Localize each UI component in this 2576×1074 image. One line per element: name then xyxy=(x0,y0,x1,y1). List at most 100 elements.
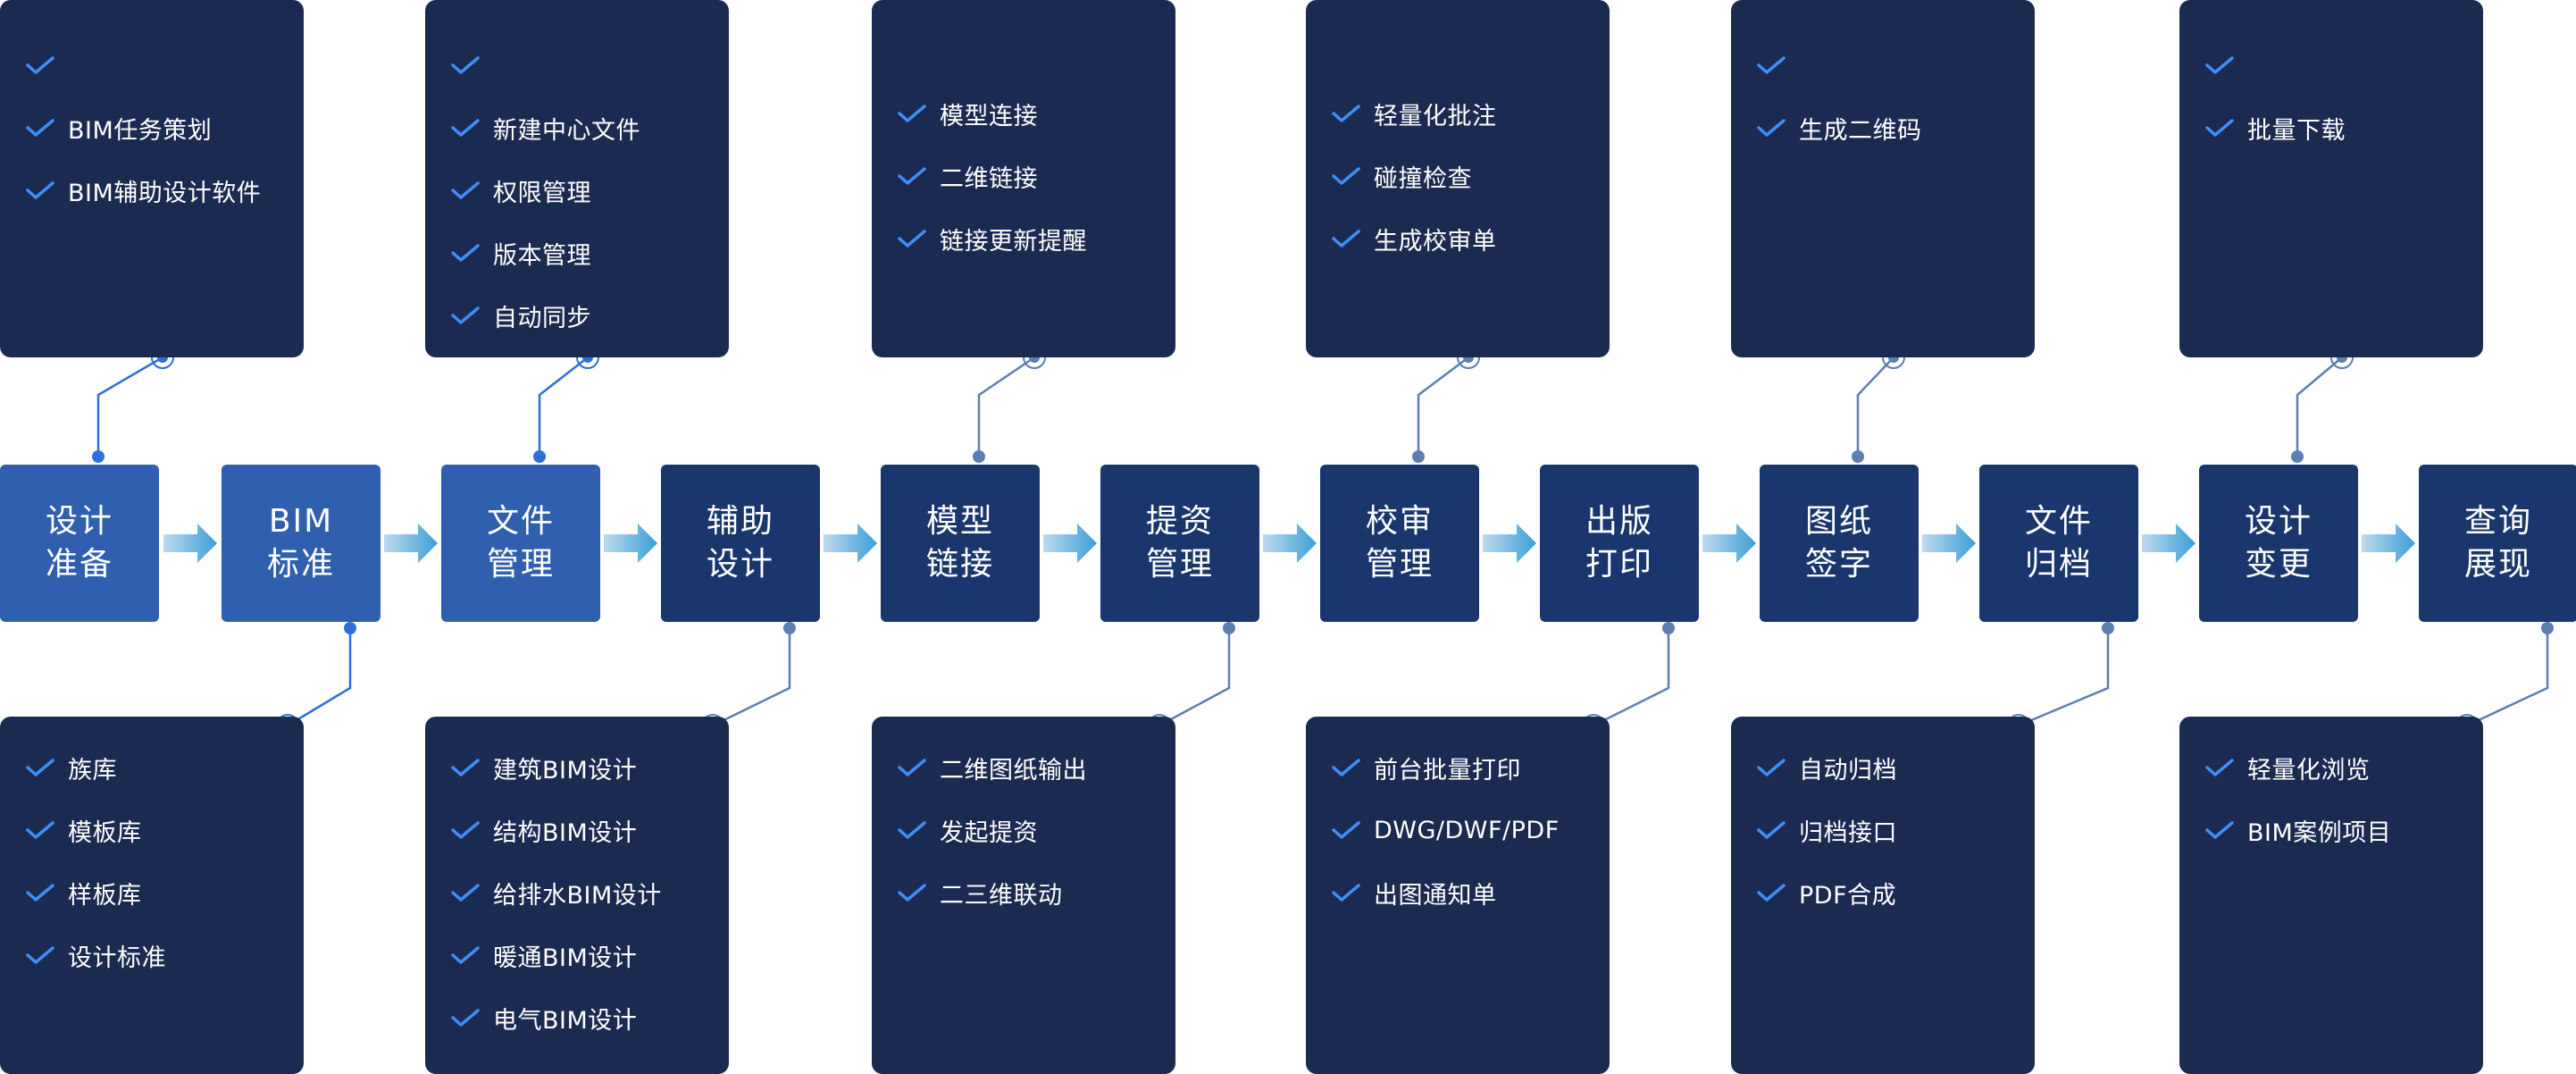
check-icon xyxy=(898,230,926,248)
list-item-label: 权限管理 xyxy=(493,179,591,207)
list-item: 族库 xyxy=(25,736,304,799)
top-feature-card: 生成二维码 xyxy=(1731,0,2035,357)
list-item-label: 族库 xyxy=(68,756,117,785)
list-item: 模型连接 xyxy=(897,82,1175,145)
list-item: 出图通知单 xyxy=(1331,861,1610,924)
arrow-right-icon xyxy=(604,524,657,563)
list-item-label: 暖通BIM设计 xyxy=(493,944,638,972)
step-label-line2: 标准 xyxy=(266,546,335,583)
check-icon xyxy=(1332,884,1360,902)
step-label-line2: 管理 xyxy=(1365,546,1434,583)
feature-list: 生成二维码 xyxy=(1756,0,2035,159)
check-icon xyxy=(26,181,54,199)
feature-list: 前台批量打印 DWG/DWF/PDF 出图通知单 xyxy=(1331,717,1610,924)
feature-list: 轻量化批注碰撞检查生成校审单 xyxy=(1331,0,1610,270)
arrow-right-icon xyxy=(824,524,877,563)
list-item: 二三维联动 xyxy=(897,861,1175,924)
list-item: 自动归档 xyxy=(1756,736,2035,799)
arrow-right-icon xyxy=(384,524,438,563)
step-label-line2: 设计 xyxy=(706,546,774,583)
check-icon xyxy=(1757,759,1786,776)
step-label-line1: BIM xyxy=(268,503,334,540)
list-item-label: 自动归档 xyxy=(1799,756,1897,785)
list-item: 归档接口 xyxy=(1756,799,2035,861)
feature-list: 二维图纸输出发起提资二三维联动 xyxy=(897,717,1175,924)
list-item-label: 电气BIM设计 xyxy=(493,1006,638,1035)
list-item: 版本管理 xyxy=(450,222,729,284)
step-label-line1: 设计 xyxy=(45,503,113,540)
list-item: 自动同步 xyxy=(450,284,729,347)
list-item-label: 出图通知单 xyxy=(1374,881,1497,910)
list-item-label: BIM案例项目 xyxy=(2247,818,2392,847)
list-item-label: 模型连接 xyxy=(940,102,1038,130)
step-label-line2: 打印 xyxy=(1585,546,1653,583)
step-label-line2: 签字 xyxy=(1804,546,1873,583)
list-item: 轻量化浏览 xyxy=(2204,736,2483,799)
check-icon xyxy=(898,759,926,776)
arrow-right-icon xyxy=(1263,524,1317,563)
list-item: 模板库 xyxy=(25,799,304,861)
check-icon xyxy=(1332,167,1360,185)
check-icon xyxy=(1757,56,1786,74)
top-connector xyxy=(2291,346,2354,463)
top-connector xyxy=(1412,346,1480,463)
list-item-label: 前台批量打印 xyxy=(1374,756,1521,785)
list-item: 发起提资 xyxy=(897,799,1175,861)
check-icon xyxy=(451,884,480,902)
arrow-right-icon xyxy=(163,524,217,563)
bottom-feature-card: 建筑BIM设计结构BIM设计给排水BIM设计暖通BIM设计电气BIM设计 xyxy=(425,717,729,1074)
check-icon xyxy=(451,181,480,199)
list-item: 样板库 xyxy=(25,861,304,924)
check-icon xyxy=(1332,105,1360,122)
list-item: 生成校审单 xyxy=(1331,207,1610,270)
list-item-label: 链接更新提醒 xyxy=(940,227,1087,256)
process-step: 模型链接 xyxy=(881,465,1040,622)
check-icon xyxy=(898,167,926,185)
list-item-label: 样板库 xyxy=(68,881,142,910)
list-item-label: 碰撞检查 xyxy=(1374,164,1472,193)
list-item xyxy=(1756,34,2035,96)
check-icon xyxy=(26,56,54,74)
step-label-line2: 准备 xyxy=(45,546,113,583)
feature-list: 建筑BIM设计结构BIM设计给排水BIM设计暖通BIM设计电气BIM设计 xyxy=(450,717,729,1049)
list-item: 批量下载 xyxy=(2204,96,2483,159)
check-icon xyxy=(26,946,54,964)
check-icon xyxy=(451,759,480,776)
check-icon xyxy=(898,105,926,122)
step-label-line2: 管理 xyxy=(486,546,555,583)
list-item: BIM辅助设计软件 xyxy=(25,159,304,222)
check-icon xyxy=(1332,759,1360,776)
list-item-label: 轻量化批注 xyxy=(1374,102,1497,130)
arrow-right-icon xyxy=(2362,524,2415,563)
list-item: DWG/DWF/PDF xyxy=(1331,799,1610,861)
bottom-feature-card: 族库模板库样板库设计标准 xyxy=(0,717,304,1074)
feature-list: 新建中心文件权限管理版本管理自动同步 xyxy=(450,0,729,347)
check-icon xyxy=(451,821,480,839)
step-label-line1: 出版 xyxy=(1585,503,1653,540)
top-feature-card: 新建中心文件权限管理版本管理自动同步 xyxy=(425,0,729,357)
list-item-label: BIM辅助设计软件 xyxy=(68,179,262,207)
check-icon xyxy=(2205,759,2234,776)
arrow-right-icon xyxy=(1702,524,1756,563)
step-label-line2: 归档 xyxy=(2024,546,2093,583)
step-label-line1: 查询 xyxy=(2463,503,2532,540)
top-connector xyxy=(1852,346,1905,463)
list-item-label: 建筑BIM设计 xyxy=(493,756,638,785)
top-feature-card: 轻量化批注碰撞检查生成校审单 xyxy=(1306,0,1610,357)
step-label-line2: 展现 xyxy=(2463,546,2532,583)
check-icon xyxy=(2205,56,2234,74)
top-feature-card: 批量下载 xyxy=(2179,0,2483,357)
arrow-right-icon xyxy=(1483,524,1536,563)
feature-list: 轻量化浏览 BIM案例项目 xyxy=(2204,717,2483,861)
check-icon xyxy=(451,306,480,324)
check-icon xyxy=(451,946,480,964)
step-label-line1: 模型 xyxy=(925,503,994,540)
step-label-line2: 管理 xyxy=(1145,546,1214,583)
step-label-line1: 设计 xyxy=(2244,503,2313,540)
list-item-label: 二三维联动 xyxy=(940,881,1063,910)
list-item xyxy=(25,34,304,96)
feature-list: 族库模板库样板库设计标准 xyxy=(25,717,304,986)
top-connector xyxy=(92,346,174,463)
